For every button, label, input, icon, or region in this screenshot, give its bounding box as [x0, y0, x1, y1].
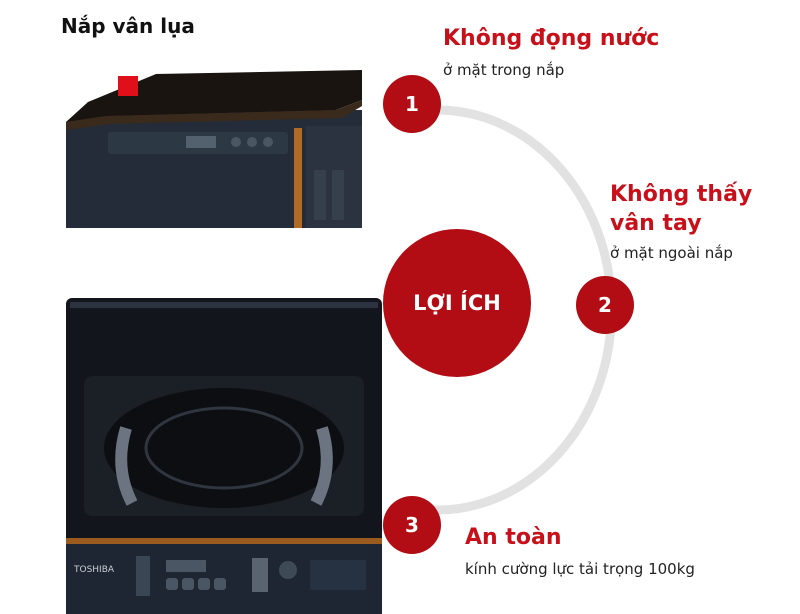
washer-top-image: [66, 70, 362, 228]
benefits-center-circle: LỢI ÍCH: [383, 229, 531, 377]
washer-front-image: TOSHIBA: [66, 298, 382, 614]
benefit-1-title: Không đọng nước: [443, 26, 660, 51]
benefit-2-title-line1: Không thấy: [610, 182, 753, 207]
benefit-2-subtitle: ở mặt ngoài nắp: [610, 244, 733, 262]
brand-label: TOSHIBA: [73, 565, 115, 575]
benefit-3-number: 3: [383, 496, 441, 554]
benefit-1-number: 1: [383, 75, 441, 133]
benefit-2-number: 2: [576, 276, 634, 334]
benefit-3-subtitle: kính cường lực tải trọng 100kg: [465, 560, 695, 578]
caption-title: Nắp vân lụa: [61, 14, 195, 38]
benefit-3-title: An toàn: [465, 525, 562, 550]
benefit-2-title-line2: vân tay: [610, 211, 702, 236]
highlight-marker: [118, 76, 138, 96]
benefit-1-subtitle: ở mặt trong nắp: [443, 61, 565, 79]
